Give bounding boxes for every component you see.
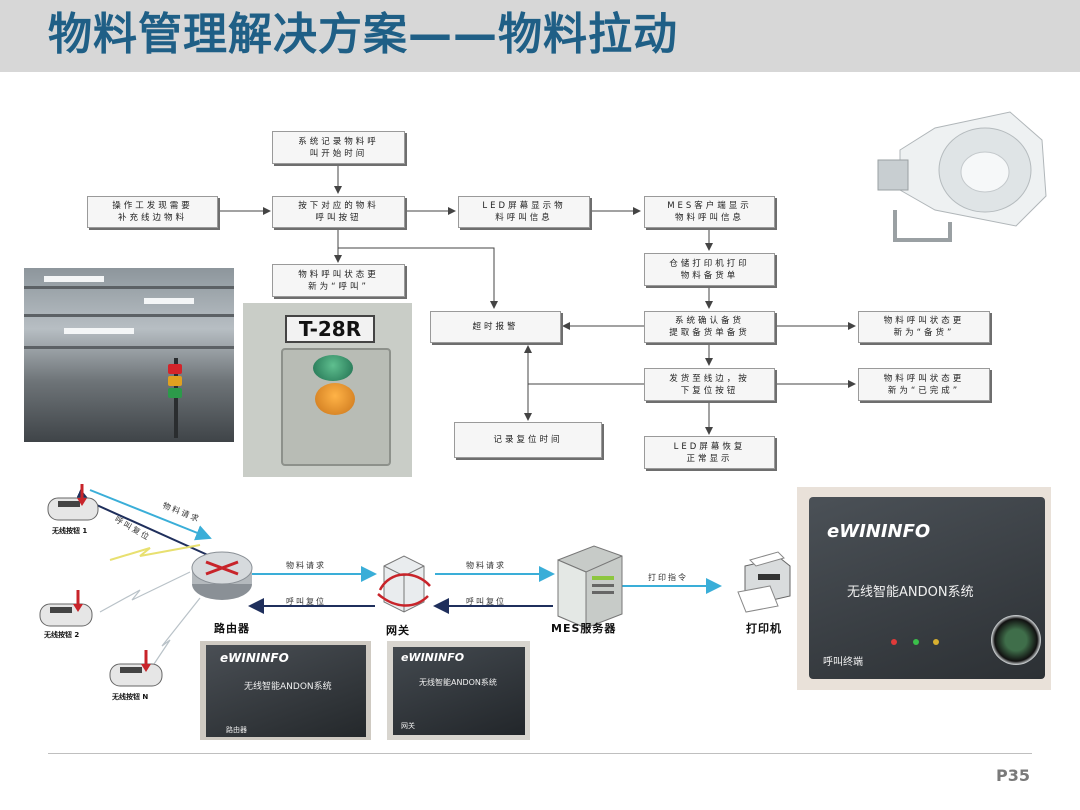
label-button-n: 无线按钮 N: [112, 693, 149, 701]
label-req-1: 物料请求: [286, 561, 326, 570]
box-status-calling: 物料呼叫状态更 新为“呼叫”: [272, 264, 405, 297]
brand-logo-router: eWININFO: [220, 651, 289, 665]
box-confirm-stock: 系统确认备货 提取备货单备货: [644, 311, 775, 343]
network-lines: [73, 488, 722, 671]
gateway-sub-label: 网关: [401, 722, 415, 730]
led-yellow: [933, 639, 939, 645]
label-router: 路由器: [214, 622, 250, 635]
button-panel-photo: T-28R: [243, 303, 412, 477]
label-button-1: 无线按钮 1: [52, 527, 88, 535]
server-icon: [557, 545, 623, 629]
gateway-icon: [377, 555, 431, 613]
brand-logo-terminal: eWININFO: [827, 521, 931, 542]
wireless-button-2-icon: [39, 590, 93, 627]
andon-terminal-photo: eWININFO 无线智能ANDON系统 呼叫终端: [797, 487, 1051, 690]
box-record-start: 系统记录物料呼 叫开始时间: [272, 131, 405, 164]
router-sub-label: 路由器: [226, 726, 247, 734]
terminal-system-name: 无线智能ANDON系统: [847, 585, 974, 600]
gateway-device-photo: eWININFO 无线智能ANDON系统 网关: [387, 641, 530, 740]
led-green: [913, 639, 919, 645]
wireless-button-n-icon: [109, 650, 163, 687]
wireless-bolt-2: [99, 571, 191, 613]
orange-push-button: [315, 383, 355, 415]
box-status-done: 物料呼叫状态更 新为“已完成”: [858, 368, 990, 401]
printer-icon: [737, 551, 791, 613]
footer-divider: [48, 753, 1032, 754]
wireless-button-1-icon: [47, 484, 99, 521]
signal-light-amber: [168, 376, 182, 386]
wireless-bolt-n: [149, 597, 201, 671]
box-warehouse-print: 仓储打印机打印 物料备货单: [644, 253, 775, 286]
box-press-button: 按下对应的物料 呼叫按钮: [272, 196, 405, 228]
arrow-btn1-request: [89, 489, 212, 541]
box-status-stocking: 物料呼叫状态更 新为“备货”: [858, 311, 990, 343]
panel-plate: T-28R: [285, 315, 375, 343]
label-req-2: 物料请求: [466, 561, 506, 570]
label-print-cmd: 打印指令: [648, 573, 688, 582]
label-reset-1: 呼叫复位: [286, 597, 326, 606]
box-timeout-alarm: 超时报警: [430, 311, 561, 343]
box-led-restore: LED屏幕恢复 正常显示: [644, 436, 775, 469]
header-bar: [0, 0, 1080, 72]
router-system-name: 无线智能ANDON系统: [244, 682, 332, 692]
factory-photo: [24, 268, 234, 442]
box-mes-show: MES客户端显示 物料呼叫信息: [644, 196, 775, 228]
box-record-reset: 记录复位时间: [454, 422, 602, 458]
gateway-system-name: 无线智能ANDON系统: [419, 678, 497, 687]
terminal-call-button: [991, 615, 1041, 665]
signal-light-red: [168, 364, 182, 374]
arrow-button-to-alarm: [338, 247, 498, 309]
label-gateway: 网关: [386, 624, 410, 637]
page-number: P35: [996, 766, 1030, 785]
terminal-sub-label: 呼叫终端: [823, 657, 863, 668]
box-operator: 操作工发现需要 补充线边物料: [87, 196, 218, 228]
signal-light-green: [168, 388, 182, 398]
page-title: 物料管理解决方案——物料拉动: [48, 9, 678, 60]
led-red: [891, 639, 897, 645]
label-reset-2: 呼叫复位: [466, 597, 506, 606]
horn-speaker-icon: [877, 111, 1047, 242]
green-push-button: [313, 355, 353, 381]
brand-logo-gateway: eWININFO: [401, 651, 465, 664]
label-printer: 打印机: [746, 622, 782, 635]
box-deliver-reset: 发货至线边，按 下复位按钮: [644, 368, 775, 401]
box-led-show: LED屏幕显示物 料呼叫信息: [458, 196, 590, 228]
wireless-bolt-1: [109, 544, 201, 561]
router-device-photo: eWININFO 无线智能ANDON系统 路由器: [200, 641, 371, 740]
label-button-2: 无线按钮 2: [44, 631, 80, 639]
label-mes-server: MES服务器: [551, 622, 617, 635]
router-icon: [191, 551, 253, 600]
